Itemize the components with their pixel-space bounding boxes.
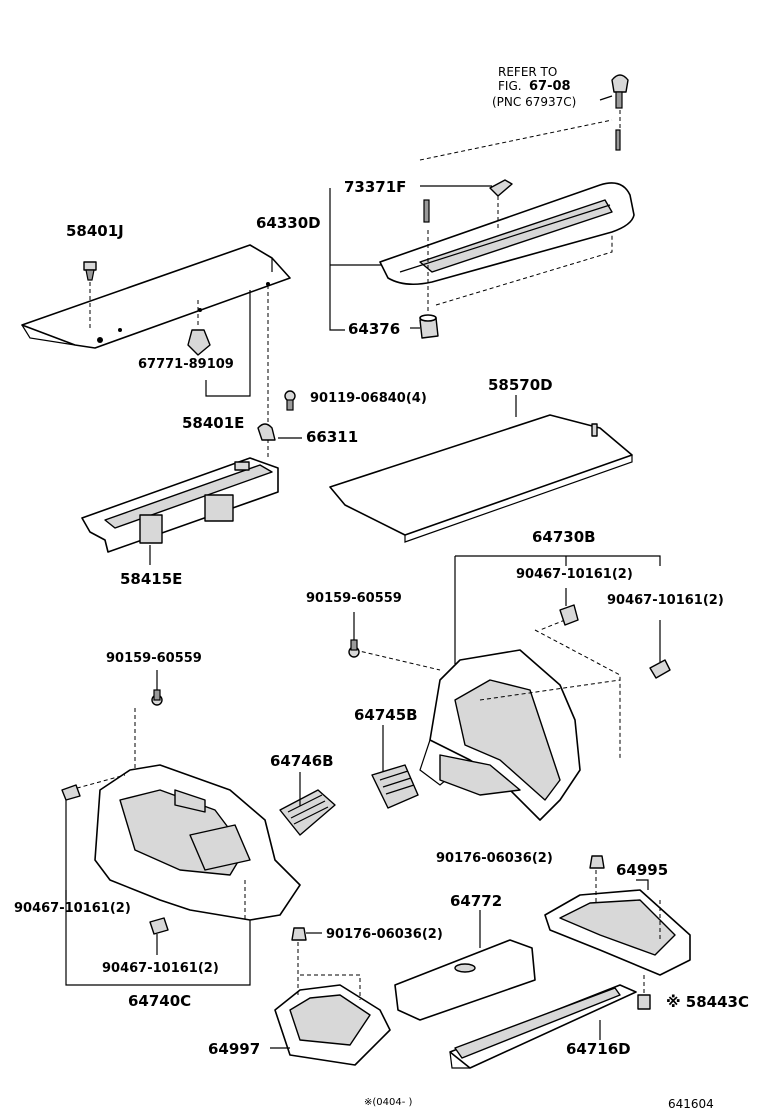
label-refer-pnc: (PNC 67937C) bbox=[492, 95, 576, 109]
clip-73371F bbox=[489, 179, 513, 197]
label-refer-line1: REFER TO bbox=[498, 65, 557, 79]
label-90467-c: 90467-10161(2) bbox=[14, 901, 131, 916]
label-64740C: 64740C bbox=[128, 992, 191, 1010]
clip-90467-b bbox=[649, 659, 671, 679]
label-67771-89109: 67771-89109 bbox=[138, 357, 234, 372]
label-refer-num: 67-08 bbox=[529, 79, 571, 94]
stud-64330D bbox=[423, 199, 430, 223]
label-58443C: ※ 58443C bbox=[666, 993, 749, 1011]
grommet-90176-b bbox=[291, 927, 307, 941]
label-64745B: 64745B bbox=[354, 706, 418, 724]
label-64730B: 64730B bbox=[532, 528, 596, 546]
label-refer-fig: FIG. bbox=[498, 79, 522, 93]
trunk-mat-58570D bbox=[329, 414, 633, 543]
label-90119-06840: 90119-06840(4) bbox=[310, 391, 427, 406]
clip-66311 bbox=[257, 423, 276, 441]
label-64746B: 64746B bbox=[270, 752, 334, 770]
label-90467-b: 90467-10161(2) bbox=[607, 593, 724, 608]
clip-90467-d bbox=[149, 917, 169, 935]
label-64716D: 64716D bbox=[566, 1040, 631, 1058]
cover-64772 bbox=[394, 939, 536, 1021]
bolt-90159-a bbox=[348, 639, 360, 658]
label-90176-b: 90176-06036(2) bbox=[326, 927, 443, 942]
label-58415E: 58415E bbox=[120, 570, 182, 588]
side-trim-64740C bbox=[94, 764, 301, 921]
label-90176-a: 90176-06036(2) bbox=[436, 851, 553, 866]
scuff-plate-64716D bbox=[449, 984, 637, 1069]
tray-64997 bbox=[274, 984, 391, 1066]
label-64330D: 64330D bbox=[256, 214, 321, 232]
label-64376: 64376 bbox=[348, 320, 400, 338]
clip-90467-c bbox=[61, 784, 81, 801]
package-tray-trim-64330D bbox=[379, 182, 635, 286]
label-64772: 64772 bbox=[450, 892, 502, 910]
label-64997: 64997 bbox=[208, 1040, 260, 1058]
vent-64745B bbox=[371, 764, 419, 809]
label-73371F: 73371F bbox=[344, 178, 406, 196]
label-66311: 66311 bbox=[306, 428, 358, 446]
label-90159-b: 90159-60559 bbox=[106, 651, 202, 666]
label-58401J: 58401J bbox=[66, 222, 124, 240]
bolt-90159-b bbox=[151, 689, 163, 706]
label-58401E: 58401E bbox=[182, 414, 244, 432]
clip-90467-a bbox=[559, 604, 579, 626]
clip-top-right bbox=[611, 74, 629, 151]
label-90467-a: 90467-10161(2) bbox=[516, 567, 633, 582]
vent-64746B bbox=[279, 789, 336, 836]
grommet-90176-a bbox=[589, 855, 605, 869]
label-64995: 64995 bbox=[616, 861, 668, 879]
panel-58401J bbox=[21, 244, 291, 349]
side-trim-64730B bbox=[419, 649, 581, 821]
figure-id: 641604 bbox=[668, 1097, 714, 1111]
tray-64995 bbox=[544, 889, 691, 976]
clip-67771 bbox=[187, 329, 211, 356]
clip-58401J bbox=[83, 261, 97, 281]
footnote: ※(0404- ) bbox=[364, 1097, 413, 1108]
trim-58415E bbox=[81, 457, 279, 553]
label-58570D: 58570D bbox=[488, 376, 553, 394]
grommet-64376 bbox=[419, 314, 439, 339]
label-90467-d: 90467-10161(2) bbox=[102, 961, 219, 976]
clip-58443C bbox=[637, 994, 651, 1010]
label-90159-a: 90159-60559 bbox=[306, 591, 402, 606]
bolt-90119 bbox=[284, 390, 296, 411]
